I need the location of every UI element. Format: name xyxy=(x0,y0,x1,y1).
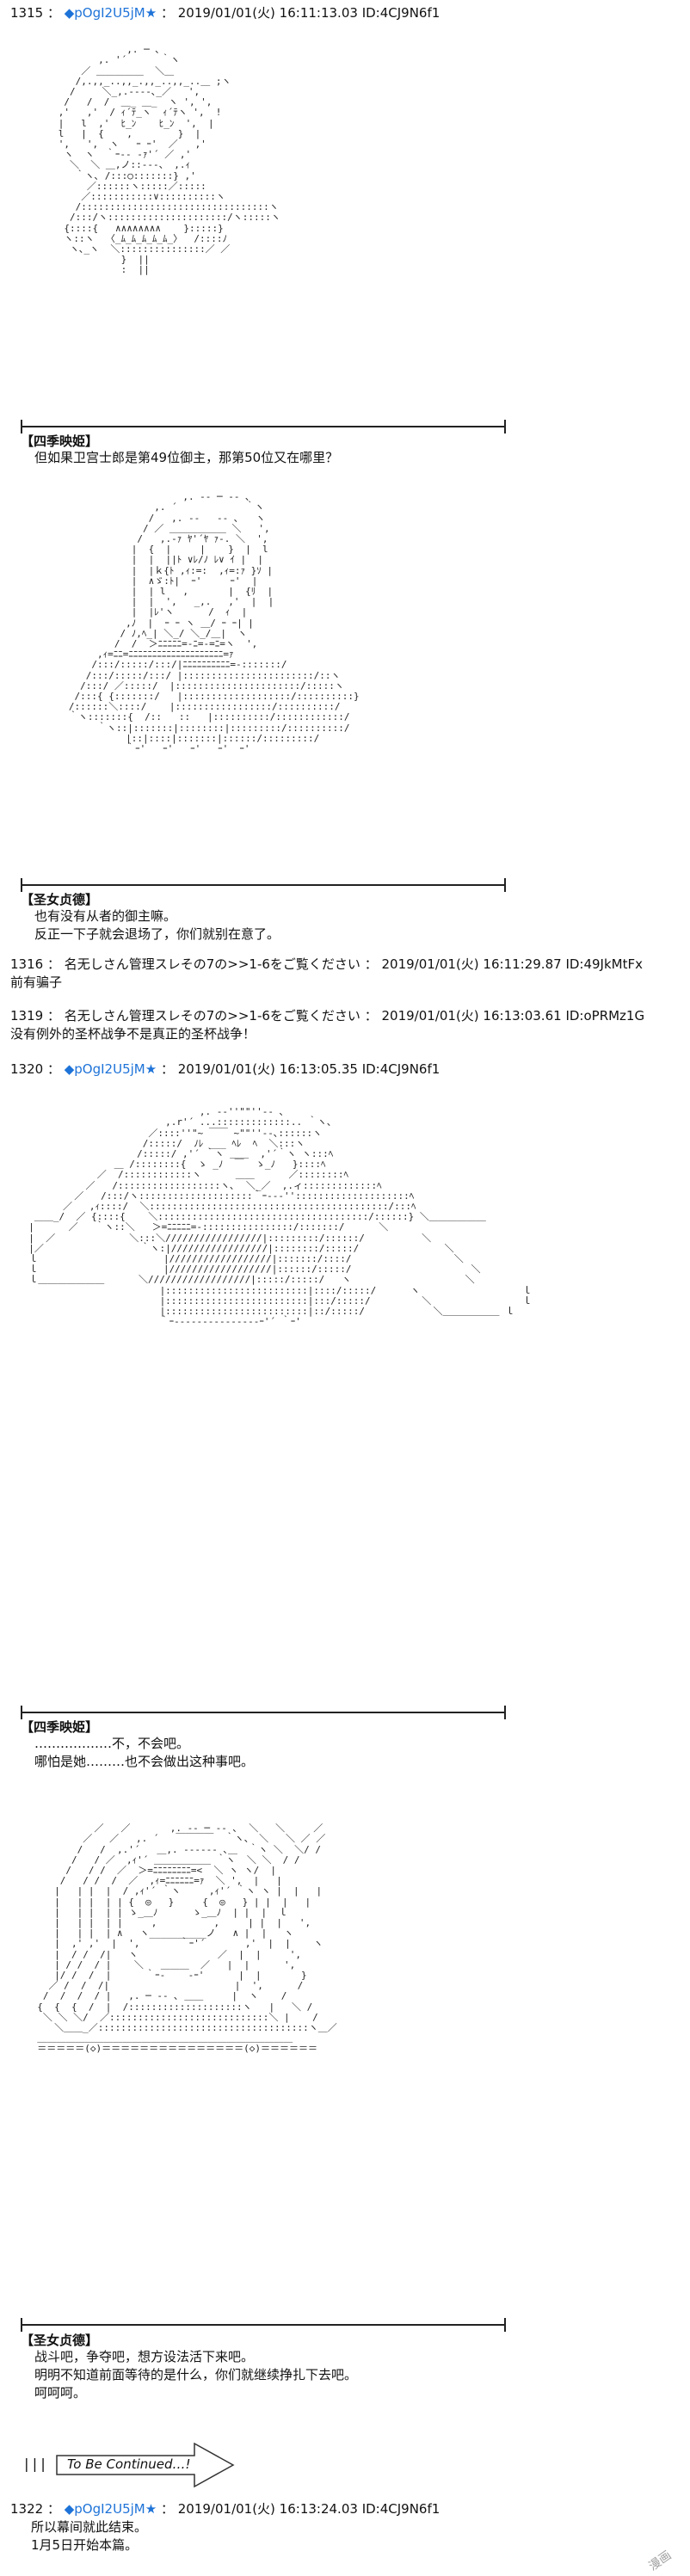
post-1316: 1316 ： 名无しさん管理スレその7の>>1-6をご覧ください ： 2019/… xyxy=(10,955,680,992)
post-header: 1319 ： 名无しさん管理スレその7の>>1-6をご覧ください ： 2019/… xyxy=(10,1008,645,1024)
to-be-continued-banner: ||| To Be Continued…! xyxy=(22,2440,237,2490)
post-1319: 1319 ： 名无しさん管理スレその7の>>1-6をご覧ください ： 2019/… xyxy=(10,1006,680,1043)
speech-divider xyxy=(21,2318,506,2332)
ascii-art-jeanne-2: ／ ／ ,. -‐ ─ ‐- ､ ＼ ＼ ／ ／ ／ ,. ´ ￣￣￣￣ ｀ヽ、… xyxy=(37,1823,337,2055)
star-icon: ★ xyxy=(145,1061,157,1077)
post-number[interactable]: 1320 xyxy=(10,1061,44,1077)
ascii-art-shiki-2: ,. -‐''""''‐- ､ ,.r'´ ...:::::::::::::..… xyxy=(28,1106,533,1328)
speech-divider xyxy=(21,1706,506,1719)
post-header: 1316 ： 名无しさん管理スレその7の>>1-6をご覧ください ： 2019/… xyxy=(10,956,643,972)
dialog-text: 也有没有从者的御主嘛。 反正一下子就会退场了，你们就别在意了。 xyxy=(34,908,280,942)
speaker-label: 【四季映姫】 xyxy=(21,1719,99,1735)
post-number[interactable]: 1319 xyxy=(10,1008,44,1024)
post-date: 2019/01/01(火) 16:13:05.35 xyxy=(177,1061,358,1077)
post-id[interactable]: ID:49JkMtFx xyxy=(565,956,643,972)
post-date: 2019/01/01(火) 16:11:13.03 xyxy=(177,5,358,21)
post-header: 1320 ： ◆pOgI2U5jM★ ： 2019/01/01(火) 16:13… xyxy=(10,1061,440,1077)
post-1315: 1315 ： ◆pOgI2U5jM★ ： 2019/01/01(火) 16:11… xyxy=(10,3,680,22)
dialog-text: 战斗吧，争夺吧，想方设法活下来吧。 明明不知道前面等待的是什么，你们就继续挣扎下… xyxy=(34,2349,358,2401)
post-header: 1315 ： ◆pOgI2U5jM★ ： 2019/01/01(火) 16:11… xyxy=(10,5,440,21)
post-number[interactable]: 1315 xyxy=(10,5,44,21)
tbc-bars: ||| xyxy=(22,2456,47,2472)
post-id[interactable]: ID:4CJ9N6f1 xyxy=(361,2501,440,2517)
ascii-art-shiki-1: ,. ─ ､ ,. '´ ｀ヽ ／ ＿＿＿＿＿ ＼＿ /,.,,_..,,_.,… xyxy=(58,44,280,276)
speech-divider xyxy=(21,420,506,433)
post-date: 2019/01/01(火) 16:13:03.61 xyxy=(381,1008,562,1024)
post-header: 1322 ： ◆pOgI2U5jM★ ： 2019/01/01(火) 16:13… xyxy=(10,2501,440,2517)
dialog-text: ………………不，不会吧。 哪怕是她………也不会做出这种事吧。 xyxy=(34,1736,255,1769)
ascii-art-jeanne-1: ,. -‐ ─ ‐- ､ ,. ´ ｀ヽ / ,. -‐ ‐- ､ ヽ / ／ … xyxy=(68,491,360,755)
speaker-label: 【四季映姫】 xyxy=(21,433,99,449)
poster-trip: ◆pOgI2U5jM xyxy=(64,2501,145,2517)
post-id[interactable]: ID:4CJ9N6f1 xyxy=(361,1061,440,1077)
post-date: 2019/01/01(火) 16:13:24.03 xyxy=(177,2501,358,2517)
poster-trip: ◆pOgI2U5jM xyxy=(64,1061,145,1077)
speaker-label: 【圣女贞德】 xyxy=(21,892,99,907)
dialog-text: 但如果卫宫士郎是第49位御主，那第50位又在哪里？ xyxy=(34,450,339,465)
arrow-right-icon xyxy=(56,2442,235,2488)
post-date: 2019/01/01(火) 16:11:29.87 xyxy=(381,956,562,972)
post-number[interactable]: 1322 xyxy=(10,2501,44,2517)
post-1322: 1322 ： ◆pOgI2U5jM★ ： 2019/01/01(火) 16:13… xyxy=(10,2499,680,2554)
poster-name: 名无しさん管理スレその7の>>1-6をご覧ください xyxy=(64,1008,360,1024)
speech-divider xyxy=(21,878,506,892)
post-1320: 1320 ： ◆pOgI2U5jM★ ： 2019/01/01(火) 16:13… xyxy=(10,1060,680,1079)
post-message: 所以幕间就此结束。 1月5日开始本篇。 xyxy=(31,2519,148,2553)
star-icon: ★ xyxy=(145,2501,157,2517)
post-id[interactable]: ID:oPRMz1G xyxy=(565,1008,645,1024)
post-message: 前有骗子 xyxy=(10,974,63,990)
poster-name: 名无しさん管理スレその7の>>1-6をご覧ください xyxy=(64,956,360,972)
post-number[interactable]: 1316 xyxy=(10,956,44,972)
speaker-label: 【圣女贞德】 xyxy=(21,2333,99,2348)
tbc-label: To Be Continued…! xyxy=(67,2456,191,2472)
post-message: 没有例外的圣杯战争不是真正的圣杯战争！ xyxy=(10,1026,256,1042)
poster-trip: ◆pOgI2U5jM xyxy=(64,5,145,21)
post-id[interactable]: ID:4CJ9N6f1 xyxy=(361,5,440,21)
star-icon: ★ xyxy=(145,5,157,21)
